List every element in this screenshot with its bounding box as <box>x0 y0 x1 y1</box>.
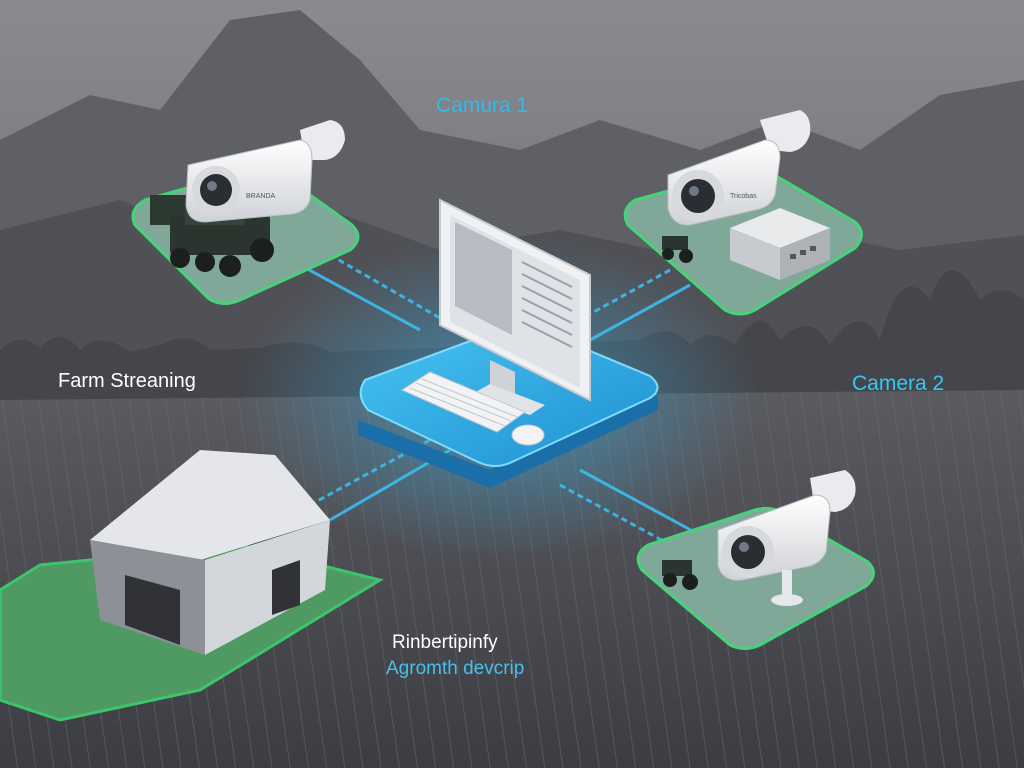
link-to-camera-field <box>579 468 701 537</box>
monitor-icon <box>439 198 591 415</box>
link-to-camera-tractor-2 <box>329 253 441 320</box>
tractor-small-icon <box>662 560 698 590</box>
bottom-title-label: Rinbertipinfy <box>392 632 498 653</box>
network-device-icon <box>730 208 830 280</box>
farm-streaming-label: Farm Streaning <box>58 370 196 392</box>
camera-equipment-node: Tricobas <box>623 110 863 316</box>
camera-label-right: Camera 2 <box>852 372 945 395</box>
security-camera-icon: Tricobas <box>667 110 811 226</box>
security-camera-icon: BRANDA <box>185 120 345 223</box>
camera-field-node <box>636 470 875 650</box>
hub-platform-side <box>358 395 658 488</box>
barn-icon <box>90 450 330 655</box>
camera-brand-tag-2: Tricobas <box>730 193 757 200</box>
camera-tractor-node: BRANDA <box>131 120 360 305</box>
tractor-small-icon <box>662 236 693 263</box>
security-camera-icon <box>717 470 856 606</box>
link-to-camera-field-2 <box>559 483 681 552</box>
camera-brand-tag-1: BRANDA <box>246 193 276 200</box>
keyboard-icon <box>400 371 527 433</box>
link-to-camera-equipment <box>589 283 691 342</box>
mouse-icon <box>511 424 545 446</box>
camera-label-top: Camura 1 <box>436 94 529 117</box>
computer-hub <box>358 198 659 488</box>
bottom-subtitle-label: Agromth devcrip <box>386 658 525 679</box>
barn-node <box>0 450 384 722</box>
link-to-camera-tractor <box>299 263 421 332</box>
